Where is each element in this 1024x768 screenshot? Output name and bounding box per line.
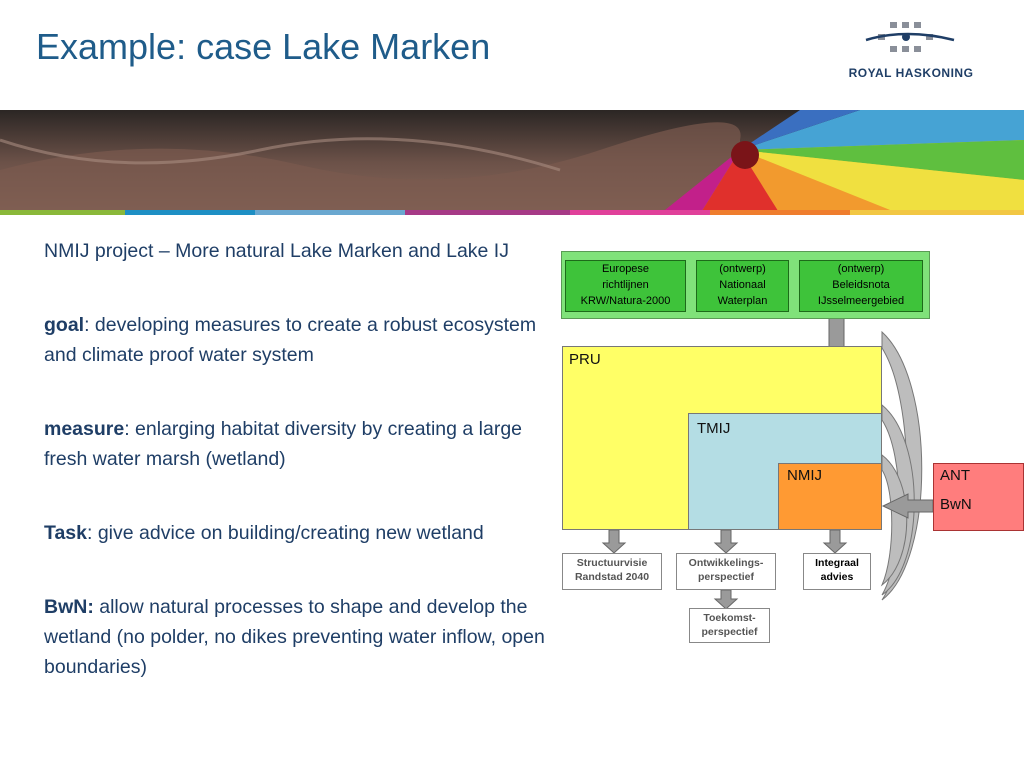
output-structuurvisie: Structuurvisie Randstad 2040: [562, 553, 662, 590]
bwn-box-label: BwN: [940, 496, 972, 513]
policy-box-line: richtlijnen: [602, 279, 649, 291]
pru-label: PRU: [569, 351, 601, 368]
bwn-label: BwN:: [44, 596, 94, 618]
task-label: Task: [44, 522, 87, 544]
bwn-paragraph: BwN: allow natural processes to shape an…: [44, 592, 569, 682]
ant-label: ANT: [940, 467, 970, 484]
arrow-ant-to-nmij: [881, 493, 934, 519]
output-integraal: Integraal advies: [803, 553, 871, 590]
arrow-to-toekomst: [713, 589, 739, 610]
policy-box-line: IJsselmeergebied: [817, 295, 905, 307]
nmij-label: NMIJ: [787, 467, 822, 484]
bwn-text: allow natural processes to shape and dev…: [44, 596, 545, 678]
measure-label: measure: [44, 418, 125, 440]
arrow-to-ontwikkelings: [713, 529, 739, 554]
intro-paragraph: NMIJ project – More natural Lake Marken …: [44, 240, 509, 262]
logo-mark-icon: [865, 22, 955, 52]
policy-box-ijsselmeer: (ontwerp) Beleidsnota IJsselmeergebied: [799, 260, 923, 312]
logo-text: ROYAL HASKONING: [848, 66, 974, 80]
curved-arrow-2: [881, 403, 915, 596]
output-line: Integraal: [815, 557, 859, 569]
arrow-to-structuurvisie: [601, 529, 627, 554]
goal-paragraph: goal: developing measures to create a ro…: [44, 310, 569, 370]
output-line: Ontwikkelings-: [688, 557, 764, 569]
ant-box: ANT BwN: [933, 463, 1024, 531]
tmij-label: TMIJ: [697, 420, 731, 437]
output-line: advies: [820, 571, 854, 583]
policy-box-line: KRW/Natura-2000: [580, 295, 671, 307]
policy-box-line: Waterplan: [717, 295, 768, 307]
task-paragraph: Task: give advice on building/creating n…: [44, 518, 569, 548]
measure-paragraph: measure: enlarging habitat diversity by …: [44, 414, 569, 474]
page-title: Example: case Lake Marken: [36, 26, 491, 67]
output-line: Toekomst-: [703, 612, 756, 624]
output-line: perspectief: [701, 626, 758, 638]
body-text: NMIJ project – More natural Lake Marken …: [44, 236, 569, 726]
umbrella-banner-image: [0, 110, 1024, 214]
policy-box-line: Nationaal: [719, 279, 766, 291]
curved-arrow-1: [881, 330, 923, 601]
policy-box-line: (ontwerp): [719, 263, 766, 275]
output-ontwikkelings: Ontwikkelings- perspectief: [676, 553, 776, 590]
goal-label: goal: [44, 314, 85, 336]
color-strip: [0, 210, 1024, 215]
output-line: Randstad 2040: [574, 571, 650, 583]
policy-box-european: Europese richtlijnen KRW/Natura-2000: [565, 260, 686, 312]
royal-haskoning-logo: ROYAL HASKONING: [836, 18, 986, 88]
goal-text: : developing measures to create a robust…: [44, 314, 537, 366]
output-toekomst: Toekomst- perspectief: [689, 608, 770, 643]
policy-box-line: Beleidsnota: [832, 279, 890, 291]
curved-arrow-3: [880, 453, 908, 587]
nmij-box: NMIJ: [778, 463, 882, 530]
policy-box-line: Europese: [601, 263, 650, 275]
measure-text: : enlarging habitat diversity by creatin…: [44, 418, 523, 470]
policy-box-national: (ontwerp) Nationaal Waterplan: [696, 260, 789, 312]
task-text: : give advice on building/creating new w…: [87, 522, 484, 544]
output-line: Structuurvisie: [576, 557, 648, 569]
output-line: perspectief: [697, 571, 755, 583]
policy-box-line: (ontwerp): [837, 263, 885, 275]
arrow-to-integraal: [822, 529, 848, 554]
